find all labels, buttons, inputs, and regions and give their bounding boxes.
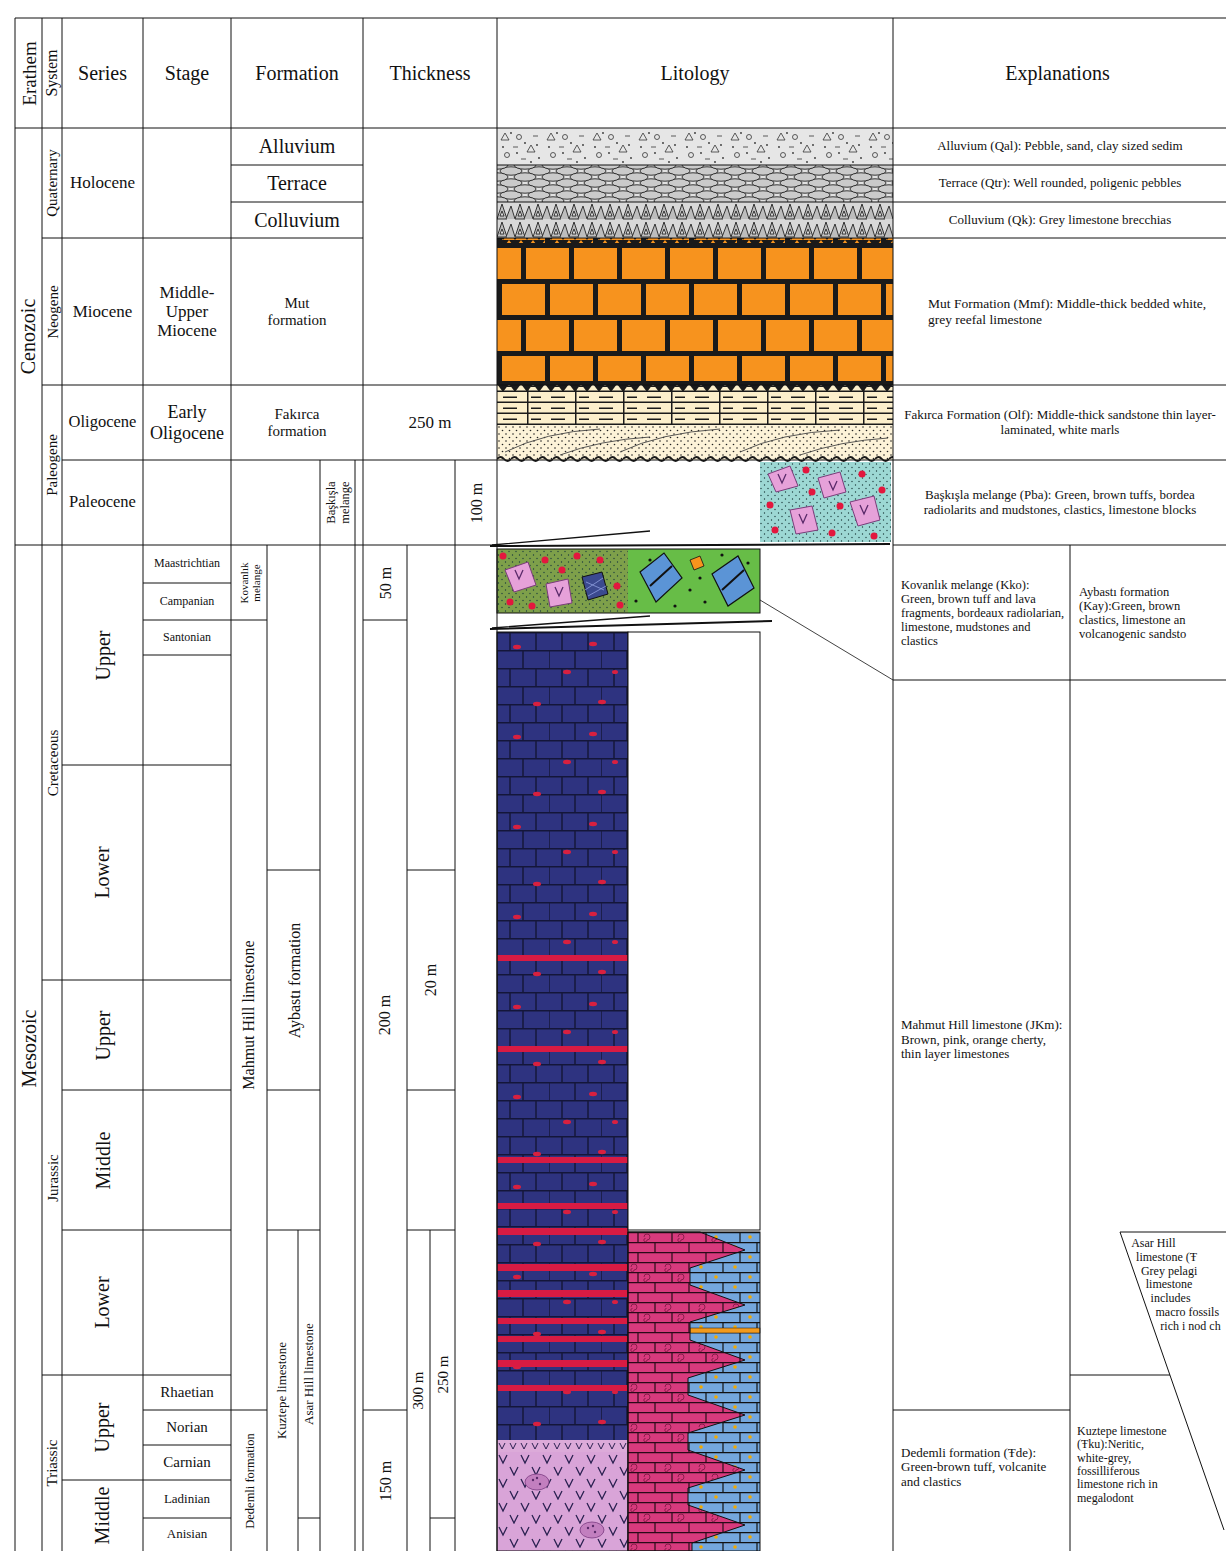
formation-label: Mahmut Hill limestone [231,620,267,1410]
bed-line [497,381,893,385]
thickness-label: 20 m [407,870,455,1090]
lateral-unit-box [628,632,760,1230]
stage-label: Middle- Upper Miocene [143,238,231,385]
explanation-text: Aybastı formation (Kay):Green, brown cla… [1076,548,1222,678]
column-header: Stage [143,18,231,128]
series-label: Middle [62,1480,143,1551]
unconformity-symbol [497,385,893,392]
stage-label: Rhaetian [143,1375,231,1410]
stage-label: Maastrichtian [143,545,231,583]
cherty-limestone-pattern [497,632,628,1440]
thickness-label: 150 m [363,1410,407,1551]
thrust-fault [490,544,890,629]
system-label: Triassic [42,1375,62,1551]
unconformity-symbol [497,455,893,462]
cross-bedding [505,429,888,455]
thrust-fault [492,531,650,628]
explanation-text: Fakırca Formation (Olf): Middle-thick sa… [897,385,1223,460]
thickness-label: 250 m [363,385,497,460]
sandstone-pattern [497,425,893,460]
series-label: Upper [62,545,143,765]
volcanic-pattern [497,632,628,1551]
series-label: Middle [62,1090,143,1230]
explanation-text: Başkışla melange (Pba): Green, brown tuf… [897,460,1223,545]
melange-pattern [760,462,891,542]
unconformity-symbol [497,238,893,246]
column-header: System [42,18,62,128]
marl-pattern [497,385,893,425]
leader-line [760,600,893,680]
explanation-text: Kovanlık melange (Kko): Green, brown tuf… [898,548,1068,678]
explanation-text: Alluvium (Qal): Pebble, sand, clay sized… [897,128,1223,165]
stage-label: Campanian [143,583,231,620]
column-header: Explanations [893,18,1222,128]
thickness-label: 300 m [407,1230,430,1551]
melange-pattern [497,549,760,613]
column-header: Litology [497,18,893,128]
system-label: Quaternary [42,128,62,238]
reef-limestone-pattern [497,238,893,385]
neritic-pelagic-limestone-pattern [628,1232,760,1551]
series-label: Oligocene [62,385,143,460]
thickness-label: 100 m [455,460,497,545]
explanation-text: Mut Formation (Mmf): Middle-thick bedded… [925,238,1221,385]
thickness-label: 200 m [363,620,407,1410]
erathem-label: Cenozoic [15,128,42,545]
formation-label: Başkışla melange [320,460,355,545]
stage-label: Anisian [143,1518,231,1551]
series-label: Paleocene [62,460,143,545]
column-header: Erathem [15,18,42,128]
formation-label: Asar Hill limestone [298,1230,320,1518]
formation-label: Dedemli formation [231,1410,267,1551]
formation-label: Kovanlık melange [231,545,267,620]
explanation-text: Kuztepe limestone (Ŧku):Neritic, white-g… [1074,1410,1170,1520]
stage-label: Ladinian [143,1480,231,1518]
column-header: Series [62,18,143,128]
series-label: Upper [62,980,143,1090]
thickness-label: 250 m [430,1230,455,1518]
stage-label: Carnian [143,1445,231,1480]
series-label: Holocene [62,128,143,238]
formation-label: Aybastı formation [267,870,320,1090]
system-label: Jurassic [42,980,62,1375]
system-label: Neogene [42,238,62,385]
stage-label: Early Oligocene [143,385,231,460]
thickness-label: 50 m [363,545,407,620]
explanation-text: Colluvium (Qk): Grey limestone brecchias [897,202,1223,238]
formation-label: Mut formation [257,238,337,385]
formation-label: Fakırca formation [256,385,338,460]
explanation-text: Terrace (Qtr): Well rounded, poligenic p… [897,165,1223,202]
series-label: Lower [62,1230,143,1375]
column-header: Thickness [363,18,497,128]
series-label: Lower [62,765,143,980]
erathem-label: Mesozoic [15,545,42,1551]
formation-label: Alluvium [231,128,363,165]
stage-label: Santonian [143,620,231,655]
series-label: Upper [62,1375,143,1480]
alluvium-pattern [497,128,893,165]
formation-label: Colluvium [231,202,363,238]
column-header: Formation [231,18,363,128]
explanation-text: Mahmut Hill limestone (JKm): Brown, pink… [898,990,1066,1090]
system-label: Cretaceous [42,545,62,980]
explanation-text: Dedemli formation (Ŧde): Green-brown tuf… [898,1425,1066,1510]
formation-label: Kuztepe limestone [267,1230,298,1551]
table-grid [15,18,1226,1551]
colluvium-pattern [497,202,893,238]
terrace-pattern [497,165,893,202]
stage-label: Norian [143,1410,231,1445]
series-label: Miocene [62,238,143,385]
system-label: Paleogene [42,385,62,545]
formation-label: Terrace [231,165,363,202]
